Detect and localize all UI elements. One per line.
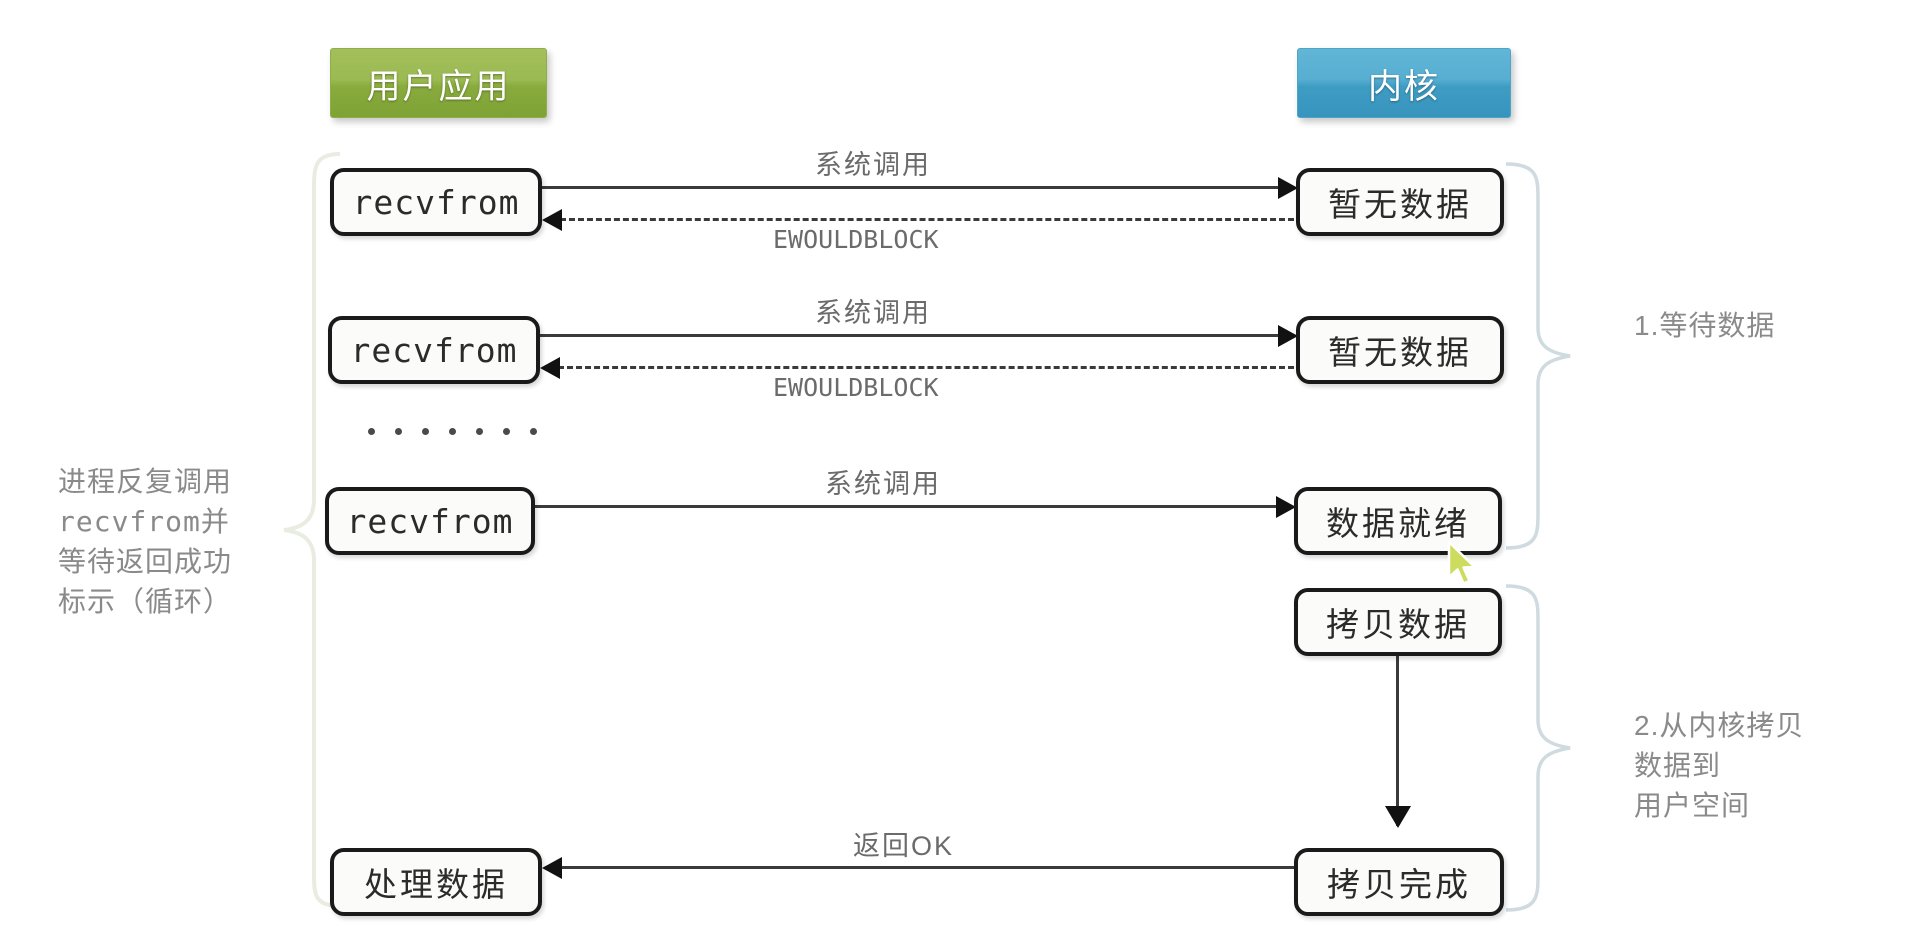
node-no-data-1[interactable]: 暂无数据	[1296, 168, 1504, 236]
edge-copy-flow-arrowhead	[1385, 806, 1411, 828]
node-recvfrom-1[interactable]: recvfrom	[330, 168, 542, 236]
edge-label-ewouldblock-2: EWOULDBLOCK	[773, 373, 939, 402]
edge-return-ok-arrowhead	[542, 857, 562, 879]
node-copy-data[interactable]: 拷贝数据	[1294, 588, 1502, 656]
annotation-stage-1: 1.等待数据	[1634, 310, 1776, 341]
node-process-data[interactable]: 处理数据	[330, 848, 542, 916]
edge-syscall-1-arrowhead	[1278, 177, 1298, 199]
node-data-ready[interactable]: 数据就绪	[1294, 487, 1502, 555]
edge-ewouldblock-1-line	[560, 218, 1294, 221]
annotation-left-loop-note: 进程反复调用 recvfrom并 等待返回成功 标示（循环）	[58, 465, 233, 618]
edge-syscall-3-arrowhead	[1276, 496, 1296, 518]
edge-ewouldblock-1-arrowhead	[542, 209, 562, 231]
left-brace	[283, 152, 341, 908]
edge-label-ewouldblock-1: EWOULDBLOCK	[773, 225, 939, 254]
edge-ewouldblock-2-line	[558, 366, 1294, 369]
header-user-app: 用户应用	[330, 48, 547, 118]
edge-label-return-ok: 返回OK	[853, 831, 955, 861]
edge-label-syscall-1: 系统调用	[815, 150, 931, 180]
annotation-stage-2: 2.从内核拷贝 数据到 用户空间	[1634, 710, 1805, 821]
edge-label-syscall-3: 系统调用	[825, 469, 941, 499]
edge-syscall-1-line	[542, 186, 1282, 189]
edge-ewouldblock-2-arrowhead	[540, 357, 560, 379]
node-recvfrom-3[interactable]: recvfrom	[325, 487, 535, 555]
edge-label-syscall-2: 系统调用	[815, 298, 931, 328]
edge-syscall-3-line	[535, 505, 1280, 508]
edge-syscall-2-line	[540, 334, 1282, 337]
node-copy-done[interactable]: 拷贝完成	[1294, 848, 1504, 916]
edge-copy-flow-line	[1396, 656, 1399, 826]
node-no-data-2[interactable]: 暂无数据	[1296, 316, 1504, 384]
edge-return-ok-line	[560, 866, 1296, 869]
edge-syscall-2-arrowhead	[1278, 325, 1298, 347]
header-kernel: 内核	[1297, 48, 1511, 118]
ellipsis-dots	[368, 428, 537, 435]
node-recvfrom-2[interactable]: recvfrom	[328, 316, 540, 384]
right-brace-stage-1	[1505, 162, 1571, 550]
right-brace-stage-2	[1505, 584, 1571, 912]
